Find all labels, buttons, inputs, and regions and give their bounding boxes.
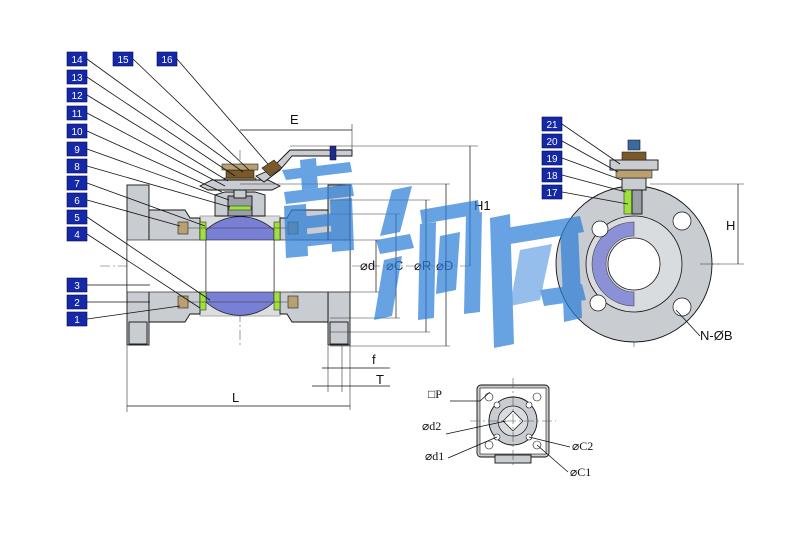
dim-d2: ⌀d2 xyxy=(422,419,441,433)
callout-4: 4 xyxy=(66,226,201,309)
dim-C2: ⌀C2 xyxy=(572,439,593,453)
left-callouts: 14 13 12 11 10 9 8 xyxy=(66,51,244,327)
svg-text:11: 11 xyxy=(72,109,83,120)
callout-17: 17 xyxy=(541,184,629,205)
svg-text:13: 13 xyxy=(71,73,83,84)
valve-end-view: N-ØB H xyxy=(555,139,744,350)
dim-f: f xyxy=(372,352,376,367)
dim-E: E xyxy=(290,112,299,127)
callout-13: 13 xyxy=(66,69,236,177)
svg-text:7: 7 xyxy=(74,179,80,190)
dim-C1: ⌀C1 xyxy=(570,465,591,479)
callout-15: 15 xyxy=(112,51,250,171)
svg-text:16: 16 xyxy=(161,55,173,66)
svg-text:18: 18 xyxy=(546,171,558,182)
callout-6: 6 xyxy=(66,192,181,227)
svg-text:5: 5 xyxy=(74,213,80,224)
svg-text:6: 6 xyxy=(74,196,80,207)
svg-text:15: 15 xyxy=(117,55,129,66)
top-callouts: 15 16 xyxy=(112,51,269,171)
callout-5: 5 xyxy=(66,209,211,301)
svg-text:1: 1 xyxy=(74,315,80,326)
dim-d1: ⌀d1 xyxy=(425,449,444,463)
svg-text:20: 20 xyxy=(546,137,558,148)
svg-text:2: 2 xyxy=(74,298,80,309)
svg-text:9: 9 xyxy=(74,145,80,156)
mounting-pad: □P ⌀d2 ⌀d1 ⌀C2 ⌀C1 xyxy=(422,378,593,479)
svg-text:14: 14 xyxy=(71,55,83,66)
svg-text:21: 21 xyxy=(546,120,558,131)
callout-2: 2 xyxy=(66,294,150,310)
callout-1: 1 xyxy=(66,305,181,327)
svg-text:10: 10 xyxy=(71,127,83,138)
dim-T: T xyxy=(376,372,384,387)
dim-H: H xyxy=(726,218,735,233)
dim-P: □P xyxy=(428,387,442,401)
callout-7: 7 xyxy=(66,175,206,227)
svg-text:8: 8 xyxy=(74,162,80,173)
watermark-logo xyxy=(282,158,586,348)
callout-9: 9 xyxy=(66,141,230,201)
svg-text:3: 3 xyxy=(74,281,80,292)
callout-11: 11 xyxy=(66,105,226,187)
callout-18: 18 xyxy=(541,167,627,193)
callout-10: 10 xyxy=(66,123,223,193)
dim-L: L xyxy=(232,390,239,405)
svg-text:17: 17 xyxy=(546,188,558,199)
dim-d: ⌀d xyxy=(360,258,375,273)
callout-14: 14 xyxy=(66,51,244,173)
dim-NB: N-ØB xyxy=(700,328,733,343)
svg-text:19: 19 xyxy=(546,154,558,165)
svg-text:12: 12 xyxy=(71,91,83,102)
callout-3: 3 xyxy=(66,277,150,293)
callout-21: 21 xyxy=(541,116,621,165)
callout-20: 20 xyxy=(541,133,619,173)
callout-19: 19 xyxy=(541,150,623,181)
callout-16: 16 xyxy=(156,51,269,165)
right-callouts: 21 20 19 18 17 xyxy=(541,116,629,205)
callout-8: 8 xyxy=(66,158,231,208)
svg-text:4: 4 xyxy=(74,230,80,241)
callout-12: 12 xyxy=(66,87,229,182)
